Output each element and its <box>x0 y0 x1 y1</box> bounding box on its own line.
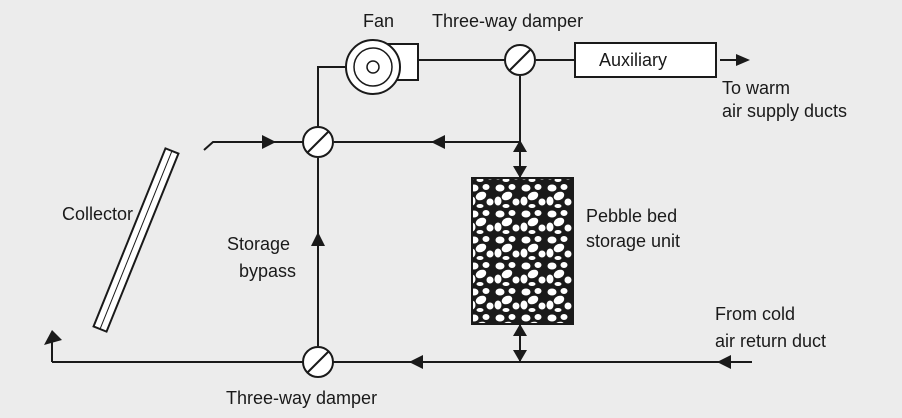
collector-panel <box>92 147 180 333</box>
fan-label: Fan <box>363 11 395 31</box>
flow-arrows <box>44 54 750 369</box>
return-label-line2: air return duct <box>715 331 827 351</box>
auxiliary-label: Auxiliary <box>599 50 668 70</box>
damper-top-icon <box>504 44 536 76</box>
auxiliary-box <box>574 42 717 78</box>
arrow-collector-out <box>262 135 276 149</box>
bypass-label-line2: bypass <box>239 261 297 281</box>
arrow-pebble-bottom-down <box>513 350 527 362</box>
arrow-cold-return <box>717 355 731 369</box>
damper-top-label: Three-way damper <box>432 11 584 31</box>
arrow-collector-in <box>44 330 62 345</box>
damper-bottom-icon <box>302 346 334 378</box>
arrow-storage-return <box>431 135 445 149</box>
pebble-bed-storage <box>471 177 574 325</box>
arrow-pebble-top-down <box>513 166 527 178</box>
arrow-pebble-bottom-up <box>513 324 527 336</box>
bypass-label-line1: Storage <box>227 234 291 254</box>
supply-label-line2: air supply ducts <box>722 101 848 121</box>
pebble-label-line2: storage unit <box>586 231 681 251</box>
arrow-pebble-top-up <box>513 140 527 152</box>
fan-icon <box>345 39 419 95</box>
arrow-supply-out <box>736 54 750 66</box>
damper-upper-icon <box>302 126 334 158</box>
collector-label: Collector <box>62 204 134 224</box>
fan-inlet-line <box>317 66 345 126</box>
supply-label-line1: To warm <box>722 78 791 98</box>
arrow-bypass-up <box>311 232 325 246</box>
arrow-bottom-left <box>409 355 423 369</box>
pebble-label-line1: Pebble bed <box>586 206 678 226</box>
return-label-line1: From cold <box>715 304 796 324</box>
damper-bottom-label: Three-way damper <box>226 388 378 408</box>
collector-outlet-line <box>203 141 318 151</box>
